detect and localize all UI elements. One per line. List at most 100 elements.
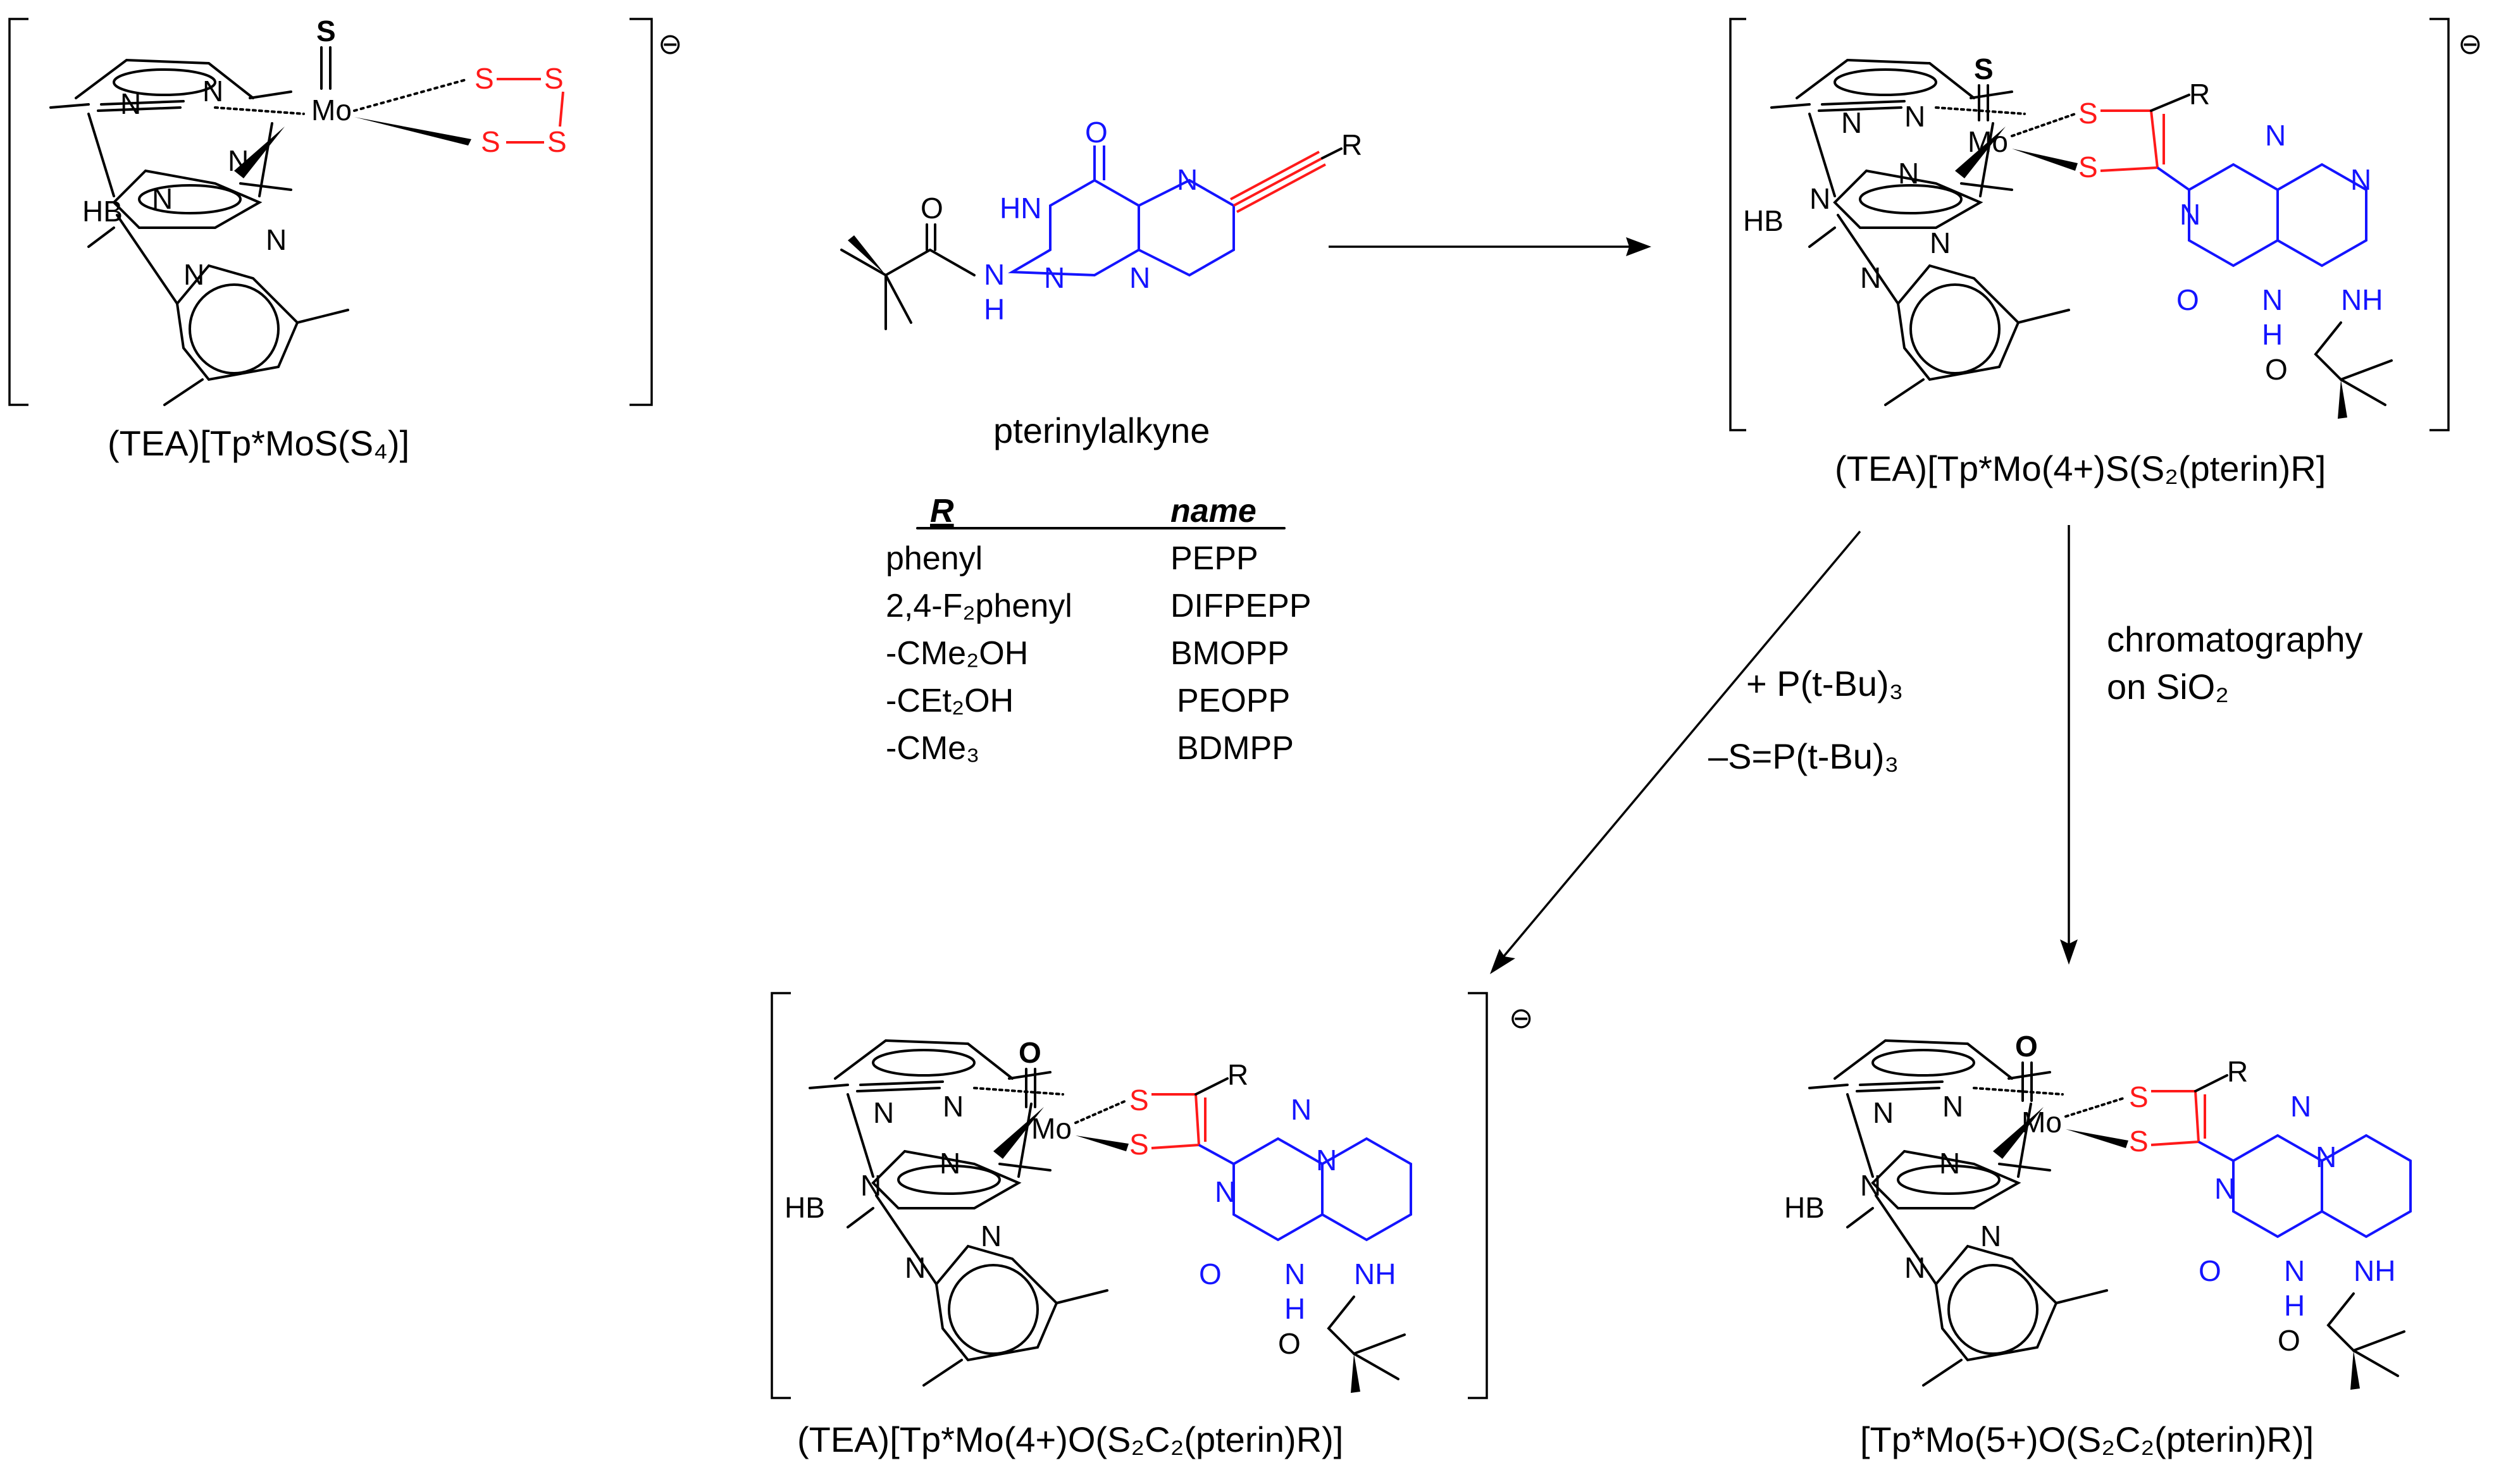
- table-name-4: BDMPP: [1177, 730, 1294, 767]
- product-right-structure: N N N N N N HB Mo O S S R N N N O N H NH…: [1784, 1030, 2412, 1459]
- table-name-2: BMOPP: [1170, 635, 1289, 672]
- svg-text:N: N: [152, 182, 173, 215]
- svg-text:N: N: [860, 1169, 881, 1202]
- conditions-left: + P(t-Bu)₃ –S=P(t-Bu)₃: [1708, 664, 1903, 776]
- svg-text:S: S: [481, 125, 500, 158]
- substituent-table: R name phenyl PEPP 2,4-F₂phenyl DIFPEPP …: [886, 493, 1312, 767]
- svg-text:S: S: [1129, 1084, 1149, 1116]
- intermediate-label: (TEA)[Tp*Mo(4+)S(S₂(pterin)R]: [1835, 448, 2326, 488]
- product-left-label: (TEA)[Tp*Mo(4+)O(S₂C₂(pterin)R)]: [797, 1419, 1343, 1459]
- table-r-4: -CMe₃: [886, 730, 979, 767]
- svg-text:O: O: [1085, 116, 1108, 149]
- svg-text:HN: HN: [1000, 192, 1041, 225]
- table-r-1: 2,4-F₂phenyl: [886, 588, 1072, 624]
- svg-text:O: O: [1019, 1036, 1041, 1069]
- svg-text:S: S: [1974, 53, 1994, 85]
- svg-text:+ P(t-Bu)₃: + P(t-Bu)₃: [1746, 664, 1903, 703]
- svg-text:N: N: [1898, 157, 1919, 190]
- svg-text:S: S: [547, 125, 567, 158]
- svg-text:Mo: Mo: [311, 94, 352, 127]
- arrow-right: [2060, 525, 2078, 965]
- svg-text:O: O: [2199, 1254, 2221, 1287]
- svg-text:N: N: [1980, 1220, 2001, 1252]
- svg-text:N: N: [1904, 100, 1925, 133]
- svg-text:N: N: [2284, 1254, 2305, 1287]
- svg-text:N: N: [1939, 1147, 1960, 1180]
- svg-text:N: N: [2180, 198, 2200, 231]
- svg-text:S: S: [2129, 1080, 2149, 1113]
- svg-text:N: N: [2350, 163, 2371, 196]
- table-r-3: -CEt₂OH: [886, 683, 1014, 719]
- svg-text:N: N: [202, 75, 223, 108]
- svg-text:N: N: [905, 1251, 926, 1284]
- svg-text:H: H: [984, 293, 1005, 326]
- svg-text:N: N: [1284, 1258, 1305, 1290]
- svg-text:–S=P(t-Bu)₃: –S=P(t-Bu)₃: [1708, 736, 1899, 776]
- svg-text:N: N: [940, 1147, 960, 1180]
- svg-text:N: N: [2214, 1172, 2235, 1205]
- table-header-r: R: [930, 493, 954, 529]
- svg-text:N: N: [228, 144, 249, 177]
- svg-text:N: N: [1177, 163, 1198, 196]
- svg-text:N: N: [1044, 261, 1065, 294]
- svg-text:NH: NH: [1354, 1258, 1396, 1290]
- svg-text:R: R: [1227, 1058, 1248, 1091]
- svg-text:S: S: [316, 15, 336, 47]
- svg-text:S: S: [1129, 1128, 1149, 1161]
- svg-text:HB: HB: [1784, 1191, 1825, 1224]
- svg-text:R: R: [1341, 128, 1362, 161]
- svg-text:S: S: [544, 62, 564, 95]
- svg-text:N: N: [1942, 1090, 1963, 1123]
- reactant-label: (TEA)[Tp*MoS(S₄)]: [108, 423, 409, 463]
- svg-text:N: N: [1215, 1175, 1236, 1208]
- arrow-left: [1490, 530, 1861, 974]
- svg-text:N: N: [981, 1220, 1002, 1252]
- product-left-charge: ⊖: [1509, 1001, 1534, 1034]
- svg-text:N: N: [183, 258, 204, 291]
- svg-text:NH: NH: [2354, 1254, 2395, 1287]
- svg-text:on SiO₂: on SiO₂: [2107, 667, 2229, 707]
- svg-text:HB: HB: [82, 195, 123, 228]
- alkyne-structure: O N H O HN N N N R pterinylalkyne: [840, 116, 1362, 450]
- svg-text:N: N: [2262, 283, 2283, 316]
- svg-text:S: S: [2129, 1125, 2149, 1158]
- svg-text:N: N: [943, 1090, 964, 1123]
- table-r-2: -CMe₂OH: [886, 635, 1028, 672]
- svg-text:R: R: [2227, 1055, 2248, 1088]
- svg-text:chromatography: chromatography: [2107, 619, 2363, 659]
- svg-text:N: N: [873, 1096, 894, 1129]
- svg-text:Mo: Mo: [1968, 125, 2008, 158]
- svg-text:N: N: [1873, 1096, 1894, 1129]
- svg-text:N: N: [120, 87, 141, 120]
- intermediate-charge: ⊖: [2458, 27, 2483, 60]
- svg-text:N: N: [2316, 1141, 2336, 1173]
- svg-text:O: O: [1278, 1327, 1301, 1360]
- svg-text:O: O: [2278, 1324, 2300, 1357]
- svg-text:HB: HB: [1743, 204, 1784, 237]
- svg-text:N: N: [2290, 1090, 2311, 1123]
- svg-text:N: N: [1809, 182, 1830, 215]
- svg-text:N: N: [1930, 226, 1951, 259]
- svg-text:N: N: [1860, 1169, 1881, 1202]
- conditions-right: chromatography on SiO₂: [2107, 619, 2363, 707]
- svg-text:Mo: Mo: [2021, 1106, 2062, 1139]
- svg-text:O: O: [2265, 353, 2288, 386]
- svg-text:N: N: [1904, 1251, 1925, 1284]
- svg-text:S: S: [475, 62, 494, 95]
- svg-text:N: N: [1841, 106, 1862, 139]
- arrow-main: [1329, 237, 1651, 256]
- svg-text:H: H: [1284, 1292, 1305, 1325]
- svg-text:S: S: [2078, 97, 2098, 130]
- intermediate-structure: N N N N N N HB Mo S S S R N N N O N H NH…: [1729, 18, 2483, 488]
- alkyne-label: pterinylalkyne: [993, 411, 1210, 450]
- product-right-label: [Tp*Mo(5+)O(S₂C₂(pterin)R)]: [1860, 1419, 2314, 1459]
- svg-text:N: N: [266, 223, 287, 256]
- table-name-0: PEPP: [1170, 540, 1258, 577]
- reactant-charge: ⊖: [658, 27, 683, 60]
- svg-text:N: N: [1129, 261, 1150, 294]
- svg-text:R: R: [2189, 78, 2210, 111]
- table-name-3: PEOPP: [1177, 683, 1290, 719]
- svg-text:NH: NH: [2341, 283, 2383, 316]
- svg-text:S: S: [2078, 151, 2098, 183]
- svg-text:N: N: [1291, 1093, 1312, 1126]
